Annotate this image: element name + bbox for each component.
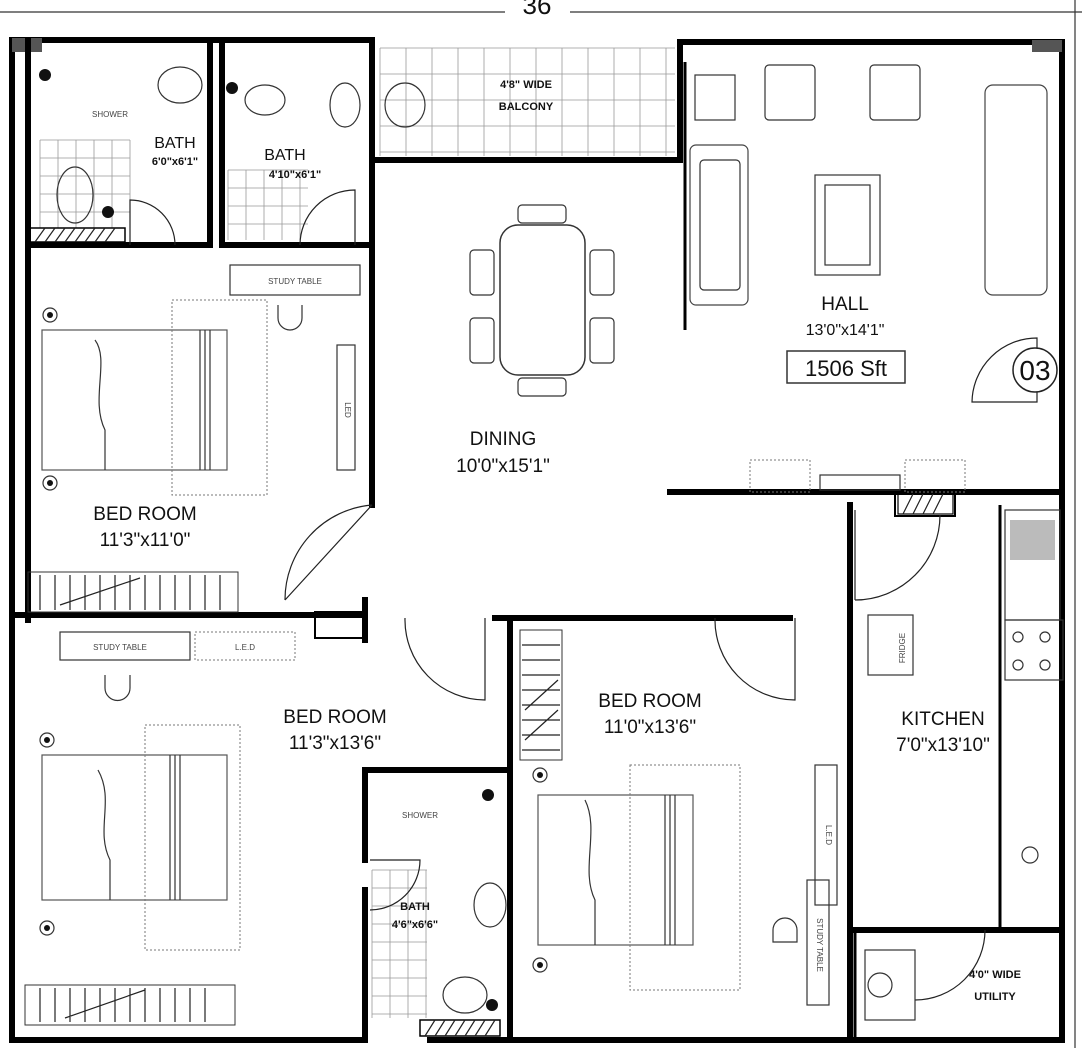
led-label-3: L.E.D: [824, 825, 833, 845]
bath1-shower: SHOWER: [92, 110, 128, 119]
top-dimension: 36: [0, 0, 1082, 20]
bed1-name: BED ROOM: [93, 504, 196, 525]
top-dimension-label: 36: [523, 0, 552, 20]
wardrobes: [24, 571, 563, 1026]
bed3-dims: 11'0"x13'6": [604, 717, 696, 738]
study-chairs: [104, 305, 798, 943]
utility-name: 4'0" WIDE: [969, 969, 1021, 981]
kitchen-name: KITCHEN: [901, 709, 984, 730]
hall-dims: 13'0"x14'1": [806, 322, 885, 339]
dining-table: [469, 204, 615, 397]
bath1-dims: 6'0"x6'1": [152, 156, 198, 168]
kitchen-fixtures: [867, 509, 1064, 864]
area-label: 1506 Sft: [805, 356, 887, 381]
bath3-name: BATH: [400, 901, 430, 913]
labels: BATH 6'0"x6'1" SHOWER BATH 4'10"x6'1" 4'…: [92, 79, 1058, 1003]
interior-walls: [9, 37, 1065, 1043]
bath2-dims: 4'10"x6'1": [269, 169, 321, 181]
tv-units: [59, 264, 838, 1006]
bed3-name: BED ROOM: [598, 691, 701, 712]
hall-furniture: [689, 64, 1048, 493]
kitchen-dims: 7'0"x13'10": [896, 735, 990, 756]
led-label-1: LED: [343, 402, 352, 418]
utility-name2: UTILITY: [974, 991, 1016, 1003]
tile-grids: [39, 47, 675, 1018]
bath-fixtures: [39, 66, 916, 1021]
unit-number: 03: [1019, 355, 1050, 386]
bath3-dims: 4'6"x6'6": [392, 919, 438, 931]
area-box: [786, 350, 906, 384]
hall-name: HALL: [821, 294, 869, 315]
dining-dims: 10'0"x15'1": [456, 456, 550, 477]
bath1-name: BATH: [154, 135, 195, 152]
beds: [39, 299, 741, 991]
bed1-dims: 11'3"x11'0": [100, 530, 191, 551]
balcony-name2: BALCONY: [499, 101, 554, 113]
fridge-label: FRIDGE: [898, 633, 907, 663]
lintels: [29, 227, 954, 1037]
unit-circle: [1012, 347, 1058, 393]
dining-name: DINING: [470, 429, 537, 450]
study-table-label-2: STUDY TABLE: [93, 643, 147, 652]
bed2-dims: 11'3"x13'6": [289, 733, 381, 754]
outer-walls: [9, 0, 1076, 1048]
balcony-name: 4'8" WIDE: [500, 79, 552, 91]
doors: [129, 189, 1038, 1001]
study-table-label-3: STUDY TABLE: [815, 918, 824, 972]
led-label-2: L.E.D: [235, 643, 255, 652]
bed2-name: BED ROOM: [283, 707, 386, 728]
bath2-name: BATH: [264, 147, 305, 164]
study-table-label-1: STUDY TABLE: [268, 277, 322, 286]
bath3-shower: SHOWER: [402, 811, 438, 820]
